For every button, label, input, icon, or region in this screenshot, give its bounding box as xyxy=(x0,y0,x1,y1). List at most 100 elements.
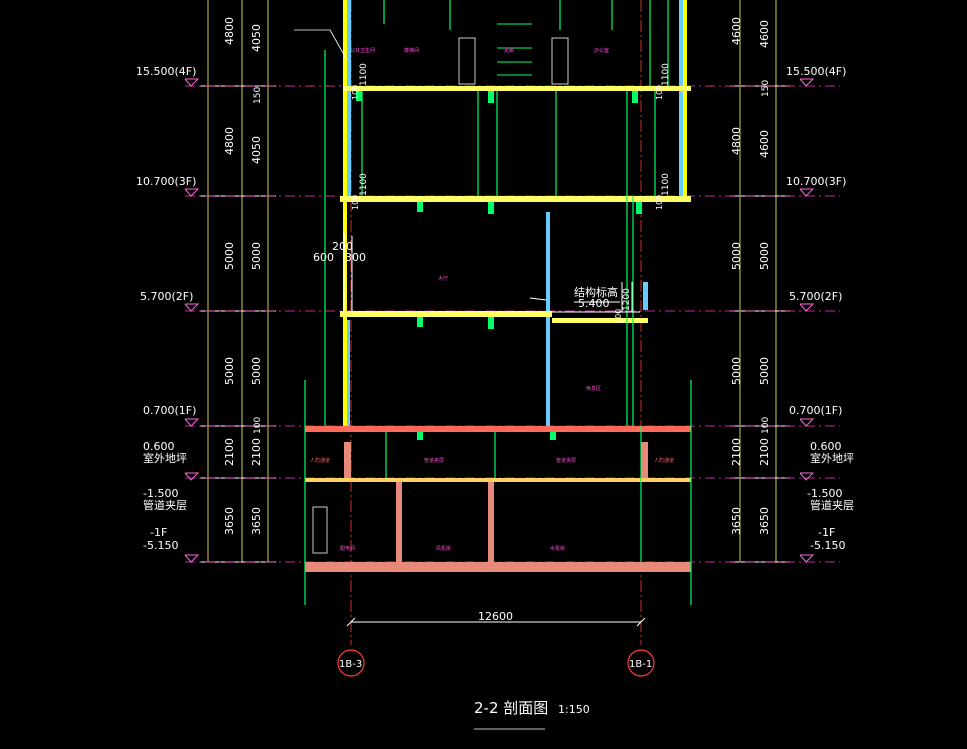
sill-100-left-3f: 100 xyxy=(351,195,360,210)
dim-left-inner-1: 150 xyxy=(253,87,263,104)
left-dimension-lines xyxy=(207,0,269,562)
room-label-8: 管道夹层 xyxy=(424,457,444,464)
axis-label-1b-3: 1B-3 xyxy=(339,659,362,670)
axis-label-1b-1: 1B-1 xyxy=(629,659,652,670)
sill-1200: 1200 xyxy=(622,288,632,311)
structure-elev-value: 5.400 xyxy=(578,297,610,310)
dim-right-outer-2: 5000 xyxy=(730,242,743,270)
room-label-9: 管道夹层 xyxy=(556,457,576,464)
sill-1100-left-3f: 1100 xyxy=(359,173,369,196)
dim-left-inner-5: 100 xyxy=(253,417,263,434)
room-label-10: 人防通道 xyxy=(654,457,674,464)
right-inner-dims: 4600 150 4600 5000 5000 100 2100 3650 xyxy=(758,20,771,535)
level-left-b1-note: -5.150 xyxy=(143,539,178,552)
level-right-pipe-note: 管道夹层 xyxy=(810,498,854,512)
room-label-1: 公共卫生间 xyxy=(350,47,375,54)
level-right-ground-note: 室外地坪 xyxy=(810,451,854,465)
level-right-2f: 5.700(2F) xyxy=(789,290,842,303)
dim-left-inner-2: 4050 xyxy=(250,136,263,164)
level-lines xyxy=(185,85,840,563)
level-right-4f: 15.500(4F) xyxy=(786,65,846,78)
dim-600: 600 xyxy=(313,251,334,264)
axis-bubble-1b-1-icon: 1B-1 xyxy=(627,649,655,677)
dim-left-inner-0: 4050 xyxy=(250,24,263,52)
room-label-4: 办公室 xyxy=(594,47,609,54)
level-right-ground: 0.600 xyxy=(810,440,842,453)
room-label-2: 楼梯间 xyxy=(404,47,419,54)
room-label-6: 休息区 xyxy=(586,385,601,392)
building-structure xyxy=(294,0,692,730)
dim-left-inner-7: 3650 xyxy=(250,507,263,535)
dim-left-outer-1: 4800 xyxy=(223,127,236,155)
dim-left-outer-3: 5000 xyxy=(223,357,236,385)
drawing-title: 2-2 剖面图 xyxy=(474,699,548,717)
dim-right-inner-3: 5000 xyxy=(758,242,771,270)
drawing-scale: 1:150 xyxy=(558,703,590,716)
level-left-4f: 15.500(4F) xyxy=(136,65,196,78)
level-markers-right xyxy=(799,78,815,563)
dim-left-outer-0: 4800 xyxy=(223,17,236,45)
dim-left-outer-2: 5000 xyxy=(223,242,236,270)
dim-right-outer-5: 3650 xyxy=(730,507,743,535)
axis-bubble-1b-3-icon: 1B-3 xyxy=(337,649,365,677)
dim-right-outer-0: 4600 xyxy=(730,17,743,45)
sill-1100-left-4f: 1100 xyxy=(359,63,369,86)
left-outer-dims: 4800 4800 5000 5000 2100 3650 xyxy=(223,17,236,535)
sill-1100-right-3f: 1100 xyxy=(661,173,671,196)
dim-right-outer-1: 4800 xyxy=(730,127,743,155)
dim-left-outer-4: 2100 xyxy=(223,438,236,466)
sill-100-2f: 100 xyxy=(614,309,623,324)
right-dimension-lines xyxy=(739,0,777,562)
dim-left-outer-5: 3650 xyxy=(223,507,236,535)
dim-300: 300 xyxy=(345,251,366,264)
level-left-1f: 0.700(1F) xyxy=(143,404,196,417)
overall-dimension xyxy=(346,617,646,627)
dim-right-inner-1: 150 xyxy=(761,80,771,97)
level-markers-left xyxy=(184,78,200,563)
dim-right-inner-2: 4600 xyxy=(758,130,771,158)
level-right-3f: 10.700(3F) xyxy=(786,175,846,188)
level-right-b1-note: -5.150 xyxy=(810,539,845,552)
level-left-pipe-note: 管道夹层 xyxy=(143,498,187,512)
annotations: 200 600 300 结构标高 5.400 1100 1100 1100 11… xyxy=(313,63,671,324)
left-level-labels: 15.500(4F) 10.700(3F) 5.700(2F) 0.700(1F… xyxy=(136,65,196,552)
room-label-12: 风机房 xyxy=(436,545,451,552)
sill-100-right-3f: 100 xyxy=(655,195,664,210)
level-left-2f: 5.700(2F) xyxy=(140,290,193,303)
right-level-labels: 15.500(4F) 10.700(3F) 5.700(2F) 0.700(1F… xyxy=(786,65,854,552)
structure-elev-label: 结构标高 xyxy=(574,285,618,299)
room-label-7: 人防通道 xyxy=(310,457,330,464)
dim-left-inner-3: 5000 xyxy=(250,242,263,270)
sill-100-left-4f: 100 xyxy=(351,85,360,100)
dim-right-inner-0: 4600 xyxy=(758,20,771,48)
dim-right-inner-7: 3650 xyxy=(758,507,771,535)
level-left-ground: 0.600 xyxy=(143,440,175,453)
level-left-pipe: -1.500 xyxy=(143,487,178,500)
level-left-b1: -1F xyxy=(150,526,167,539)
room-label-5: 大厅 xyxy=(438,275,448,282)
dim-right-inner-6: 2100 xyxy=(758,438,771,466)
dim-left-inner-4: 5000 xyxy=(250,357,263,385)
level-right-b1: -1F xyxy=(818,526,835,539)
dim-right-outer-3: 5000 xyxy=(730,357,743,385)
level-right-1f: 0.700(1F) xyxy=(789,404,842,417)
room-labels: 公共卫生间 楼梯间 走廊 办公室 大厅 休息区 人防通道 管道夹层 管道夹层 人… xyxy=(310,47,674,552)
sill-1100-right-4f: 1100 xyxy=(661,63,671,86)
dim-right-inner-4: 5000 xyxy=(758,357,771,385)
left-inner-dims: 4050 150 4050 5000 5000 100 2100 3650 xyxy=(250,24,263,535)
left-dimension-ticks xyxy=(200,85,276,563)
dim-right-outer-4: 2100 xyxy=(730,438,743,466)
room-label-3: 走廊 xyxy=(504,47,514,54)
right-outer-dims: 4600 4800 5000 5000 2100 3650 xyxy=(730,17,743,535)
room-label-11: 配电间 xyxy=(340,545,355,552)
sill-100-right-4f: 100 xyxy=(655,85,664,100)
level-left-ground-note: 室外地坪 xyxy=(143,451,187,465)
level-right-pipe: -1.500 xyxy=(807,487,842,500)
dim-left-inner-6: 2100 xyxy=(250,438,263,466)
dim-200: 200 xyxy=(332,240,353,253)
overall-dimension-label: 12600 xyxy=(478,610,513,623)
room-label-13: 水泵房 xyxy=(550,545,565,552)
level-left-3f: 10.700(3F) xyxy=(136,175,196,188)
dim-right-inner-5: 100 xyxy=(761,417,771,434)
